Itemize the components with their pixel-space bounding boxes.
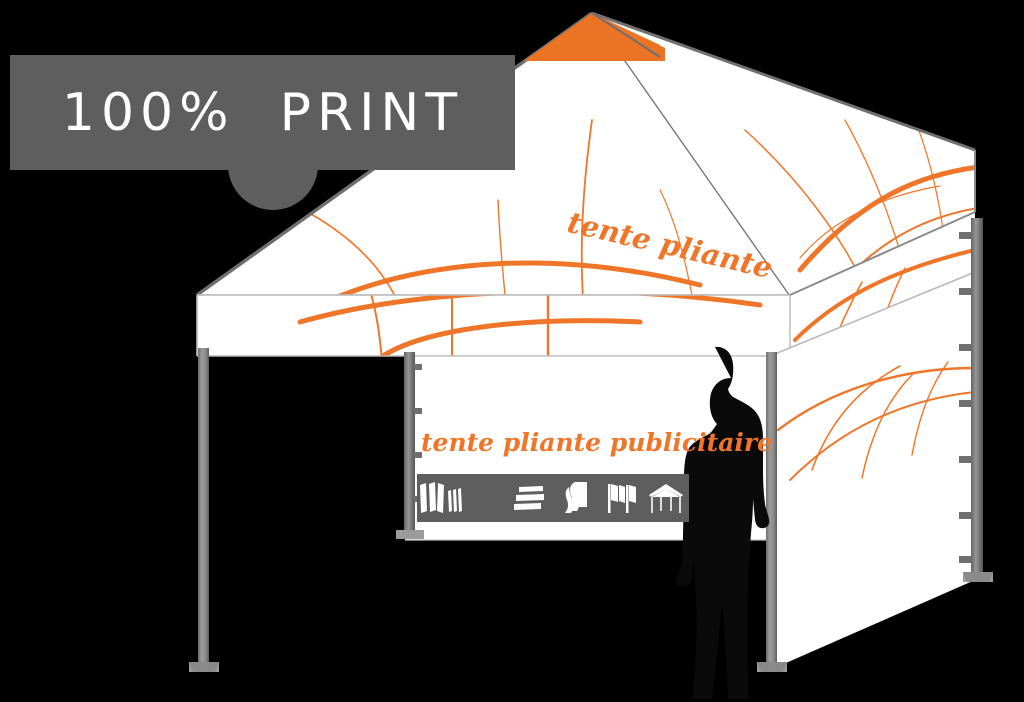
tent-pole-back-right bbox=[959, 218, 993, 582]
front-valance-decor bbox=[297, 295, 763, 356]
person-silhouette bbox=[675, 346, 770, 699]
badge-background bbox=[10, 55, 515, 170]
wall-text-label: tente pliante publicitaire bbox=[421, 428, 773, 457]
badge-label: 100% PRINT bbox=[61, 82, 464, 143]
flag-set-icon bbox=[598, 474, 643, 522]
folding-tent-icon bbox=[644, 474, 689, 522]
rolled-banner-icon bbox=[553, 474, 598, 522]
horizontal-banners-icon bbox=[508, 474, 553, 522]
banner-flags-icon bbox=[417, 474, 462, 522]
feather-flags-icon bbox=[462, 474, 507, 522]
right-wall-panel bbox=[769, 271, 976, 670]
product-icon-strip bbox=[417, 474, 689, 522]
right-wall-decor bbox=[776, 361, 975, 481]
front-valance-band bbox=[196, 294, 790, 357]
print-badge: 100% PRINT bbox=[10, 55, 515, 210]
tent-pole-front-right bbox=[757, 352, 787, 672]
orange-roof-panel bbox=[524, 12, 665, 61]
roof-left-decor bbox=[299, 119, 703, 295]
tent-pole-front-left bbox=[189, 348, 219, 672]
